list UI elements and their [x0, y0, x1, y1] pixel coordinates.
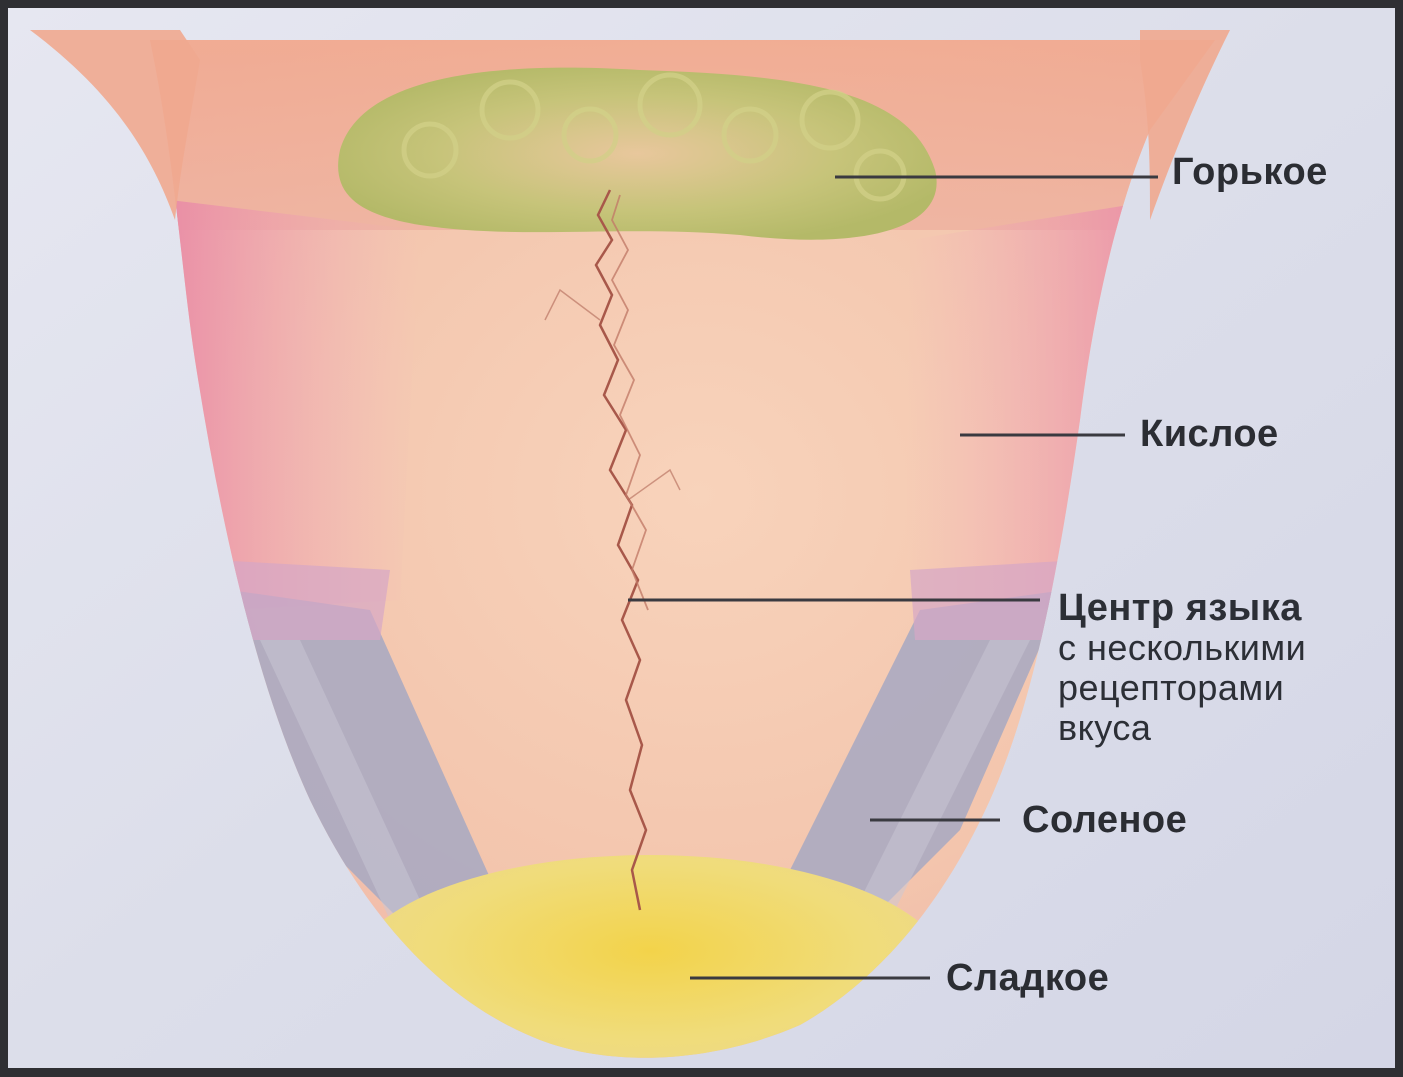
label-bitter: Горькое — [1172, 150, 1328, 194]
label-center-line2: с несколькими — [1058, 628, 1306, 668]
label-salty: Соленое — [1022, 798, 1187, 842]
label-center-line3: рецепторами — [1058, 668, 1306, 708]
label-center-line4: вкуса — [1058, 708, 1306, 748]
label-center: Центр языка с несколькими рецепторами вк… — [1058, 588, 1306, 748]
label-sweet: Сладкое — [946, 956, 1109, 1000]
label-sour: Кислое — [1140, 412, 1279, 456]
label-center-line1: Центр языка — [1058, 588, 1306, 628]
